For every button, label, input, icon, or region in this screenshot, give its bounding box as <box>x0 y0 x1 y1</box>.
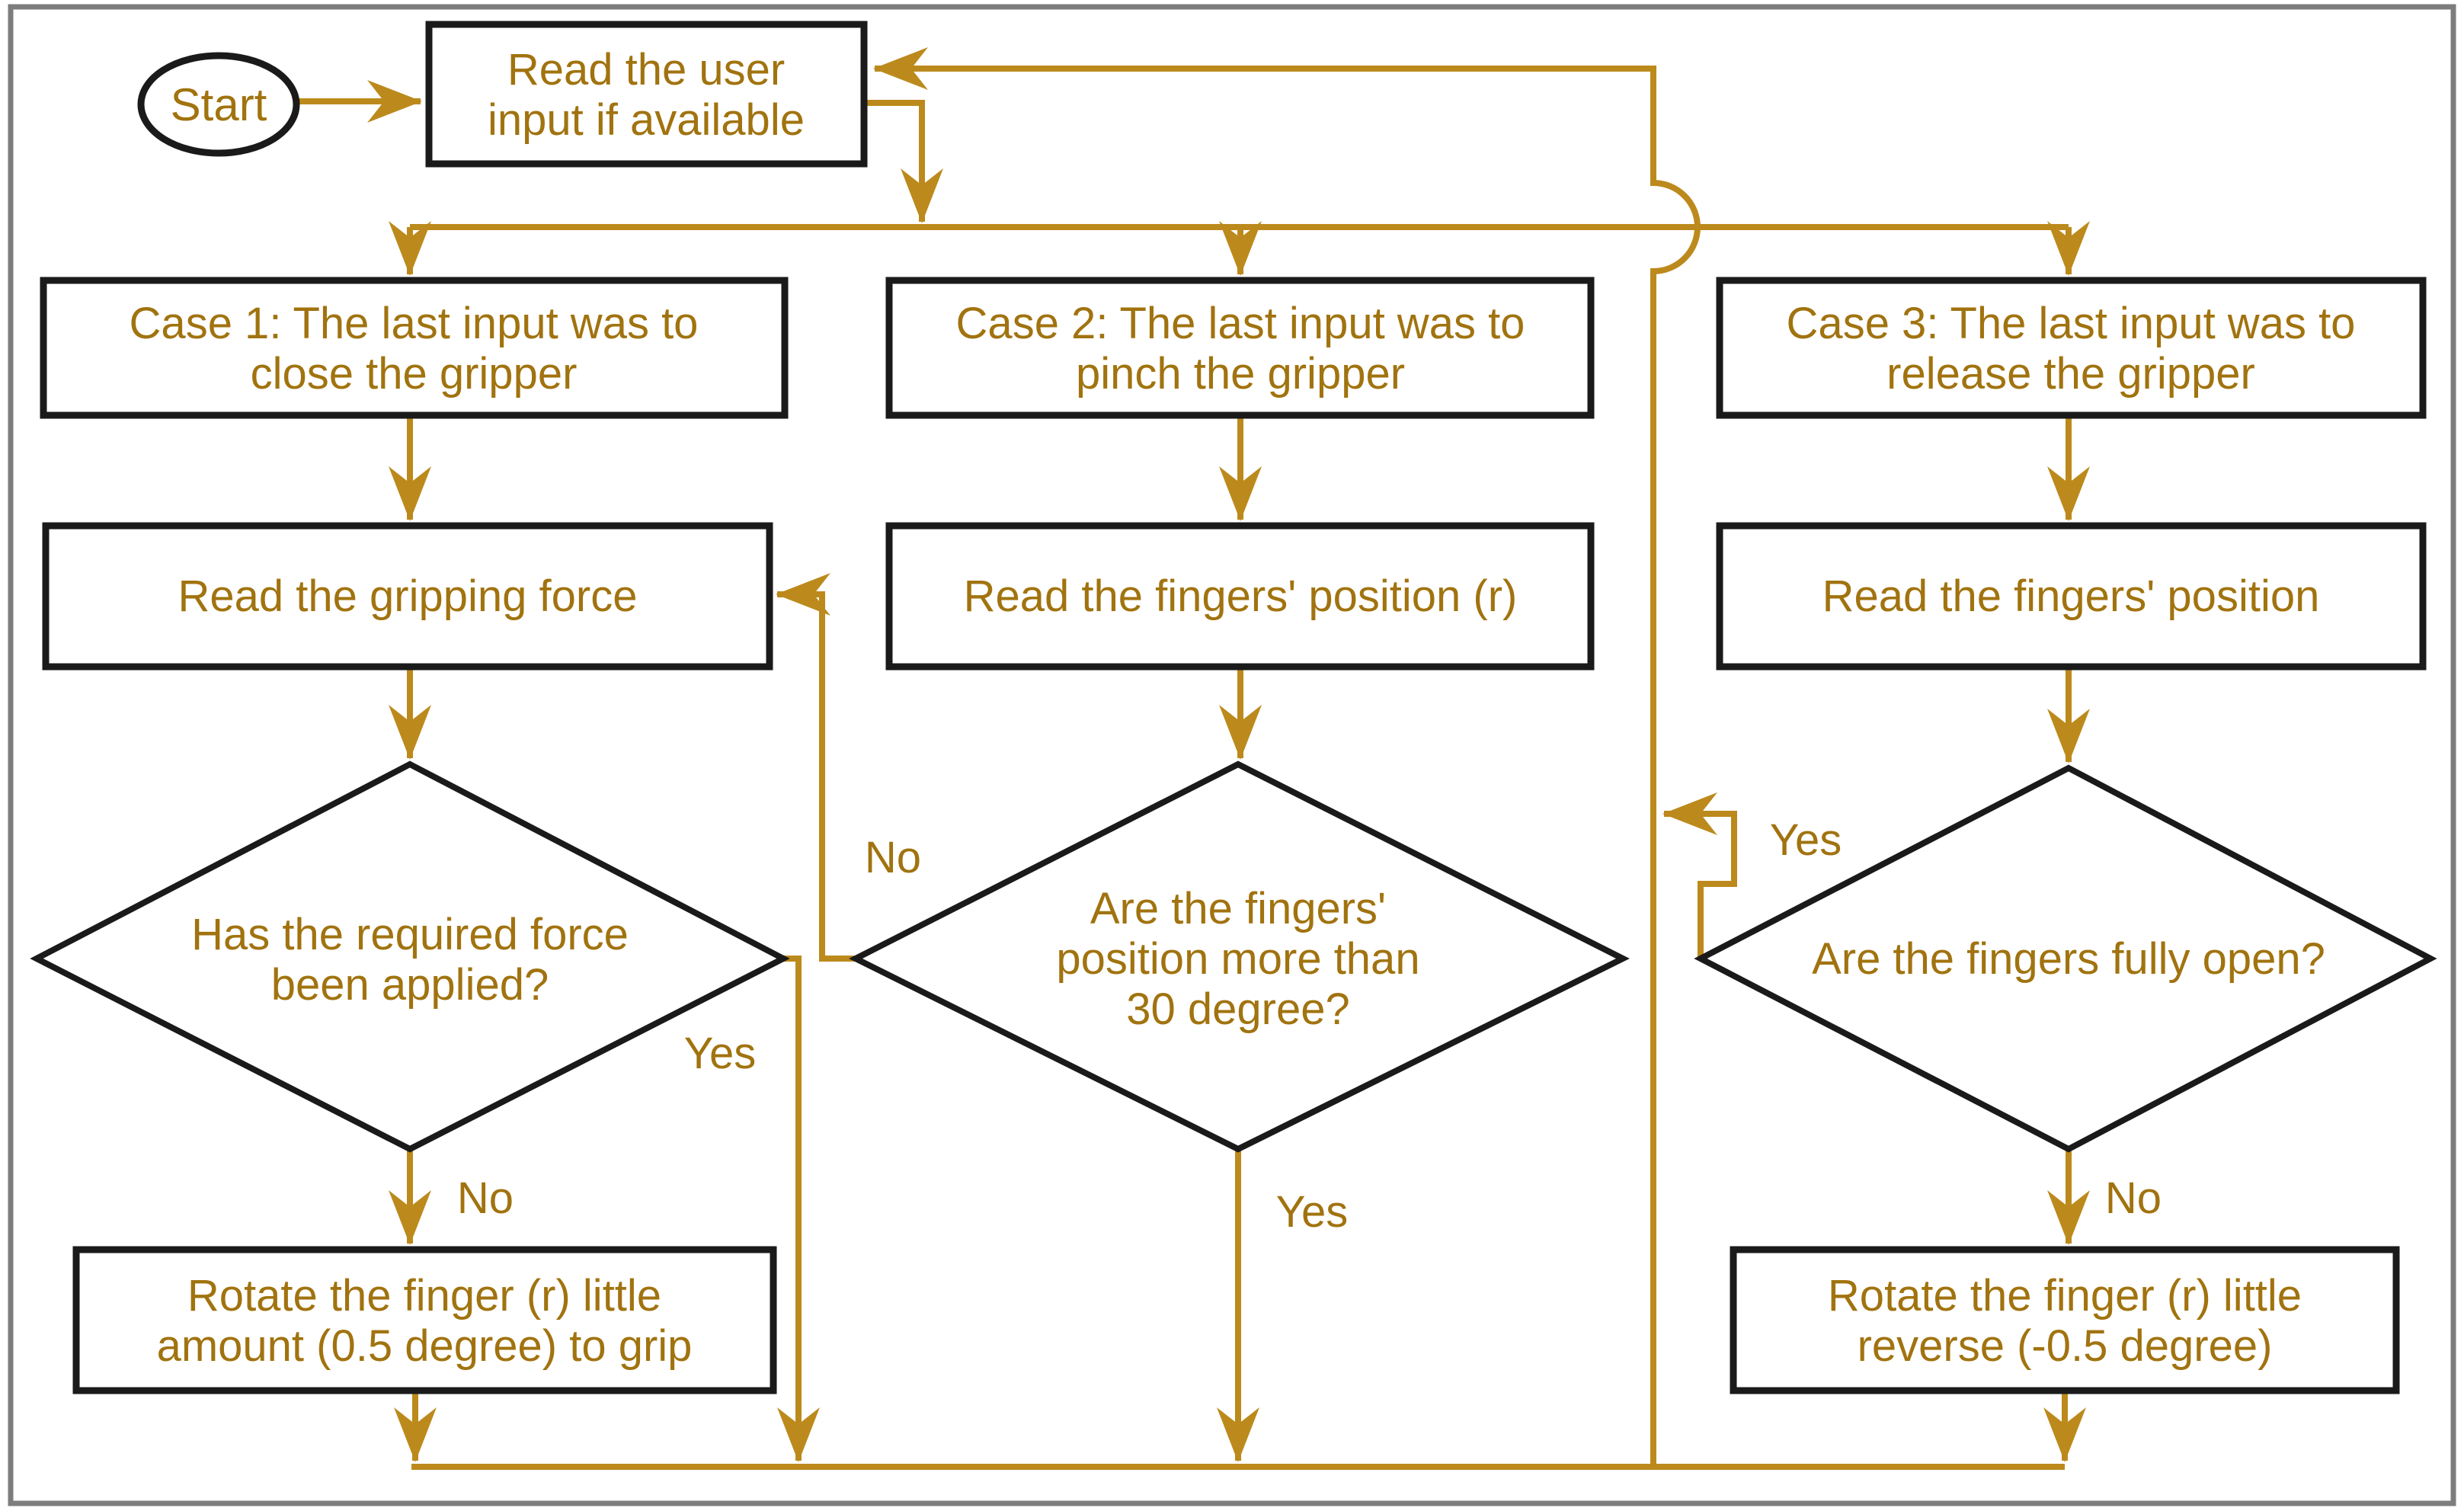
read-position-line1: Read the fingers' position <box>1822 571 2320 621</box>
edge-label-force-yes: Yes <box>684 1029 757 1078</box>
rotate-grip-line1: Rotate the finger (r) little <box>187 1271 661 1321</box>
process-rotate-grip <box>72 1246 777 1394</box>
case1-line2: close the gripper <box>251 349 578 399</box>
pinch-decision-line1: Are the fingers' <box>1090 884 1386 933</box>
rotate-reverse-line1: Rotate the finger (r) little <box>1828 1271 2302 1321</box>
process-case2 <box>885 277 1595 419</box>
start-terminator <box>137 52 300 157</box>
process-rotate-reverse <box>1730 1246 2400 1394</box>
edge-label-force-no: No <box>457 1173 514 1223</box>
process-read-gripping-force <box>42 522 773 671</box>
open-decision-line1: Are the fingers fully open? <box>1812 934 2325 984</box>
edge-label-open-yes: Yes <box>1770 815 1842 865</box>
process-read-user-input <box>425 21 868 168</box>
edge-label-open-no: No <box>2105 1173 2162 1223</box>
case2-line1: Case 2: The last input was to <box>956 299 1525 348</box>
read-input-line1: Read the user <box>507 45 785 94</box>
edge-label-pinch-yes: Yes <box>1276 1187 1349 1237</box>
read-position-r-line1: Read the fingers' position (r) <box>964 571 1518 621</box>
decision-required-force <box>30 760 790 1153</box>
arrow-force-yes <box>777 956 820 1462</box>
process-case3 <box>1716 277 2427 419</box>
process-read-fingers-position-r <box>885 522 1595 671</box>
arrow-read-input-to-branches <box>864 100 943 223</box>
decision-fingers-position <box>849 760 1630 1153</box>
rotate-grip-line2: amount (0.5 degree) to grip <box>157 1321 693 1371</box>
start-label: Start <box>171 79 267 130</box>
rotate-reverse-line2: reverse (-0.5 degree) <box>1858 1321 2273 1371</box>
arrow-open-yes <box>1662 792 1737 957</box>
read-force-line1: Read the gripping force <box>178 571 638 621</box>
case3-line1: Case 3: The last input was to <box>1787 299 2356 348</box>
edge-label-pinch-no: No <box>865 833 921 882</box>
pinch-decision-line2: position more than <box>1056 934 1419 984</box>
process-case1 <box>40 277 789 419</box>
case3-line2: release the gripper <box>1886 349 2255 399</box>
read-input-line2: input if available <box>488 95 805 145</box>
process-read-fingers-position <box>1716 522 2427 671</box>
arrow-pinch-no <box>776 573 856 962</box>
pinch-decision-line3: 30 degree? <box>1126 984 1349 1034</box>
case1-line1: Case 1: The last input was to <box>130 299 699 348</box>
case2-line2: pinch the gripper <box>1076 349 1405 399</box>
loop-return-line <box>873 46 1701 1467</box>
diagram-border <box>8 4 2456 1506</box>
decision-fingers-fully-open <box>1694 764 2437 1153</box>
force-decision-line2: been applied? <box>271 960 549 1010</box>
force-decision-line1: Has the required force <box>191 910 629 959</box>
